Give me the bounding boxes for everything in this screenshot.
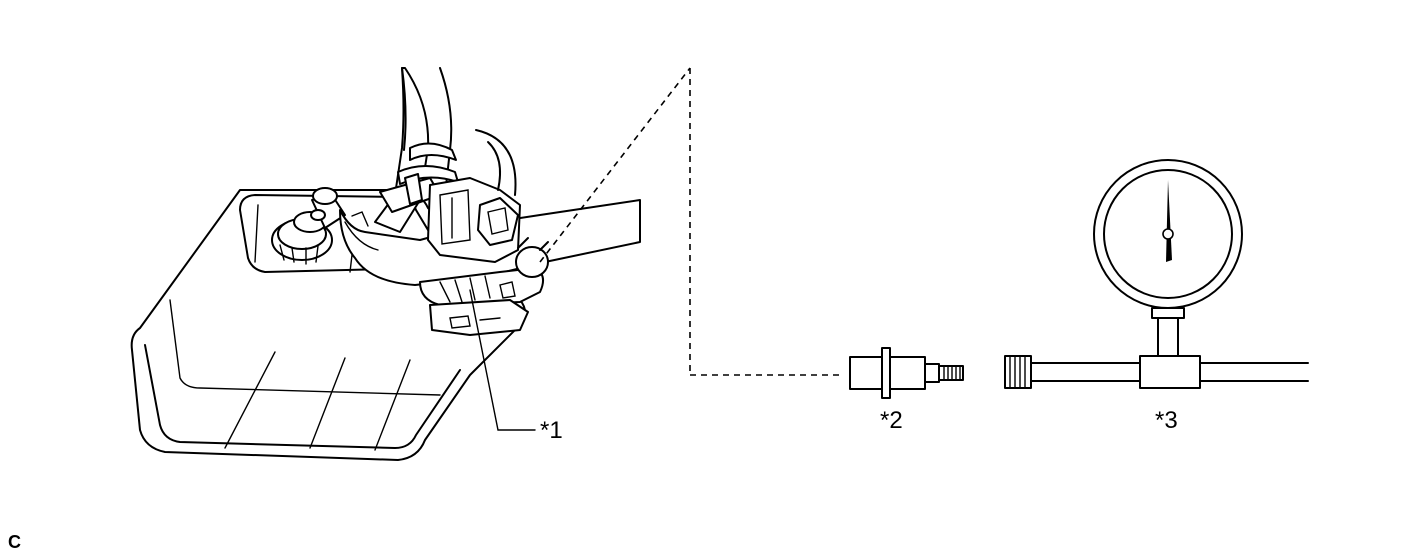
pressure-gauge-icon (1004, 159, 1309, 389)
leader-line-1 (469, 289, 536, 431)
charcoal-canister-icon (130, 67, 641, 461)
adapter-fitting-icon (849, 347, 964, 399)
callout-label-2: *2 (880, 407, 903, 434)
figure-code-label: C (8, 532, 21, 552)
dashed-connector (539, 67, 842, 376)
callout-label-3: *3 (1155, 407, 1178, 434)
callout-label-1: *1 (540, 417, 563, 444)
